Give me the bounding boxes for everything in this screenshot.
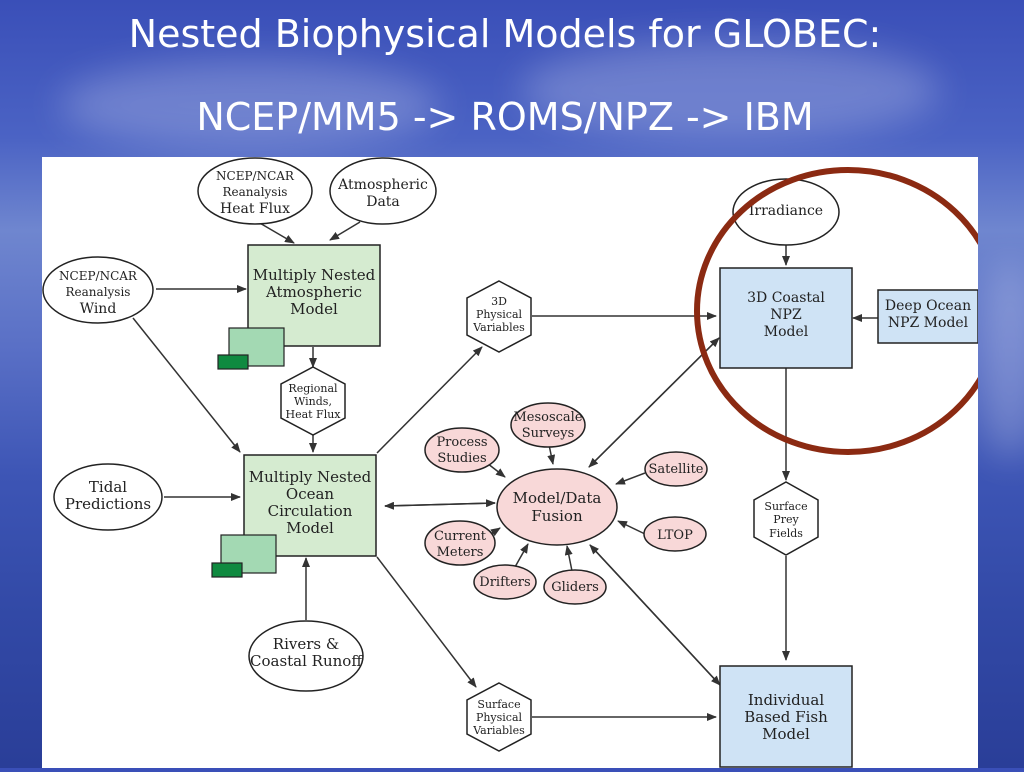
arrow [329, 221, 361, 241]
node-label: Atmospheric [265, 283, 362, 301]
node-label: Gliders [551, 580, 599, 595]
node-label: Tidal [89, 478, 127, 496]
arrow [589, 544, 721, 686]
drifters-node: Drifters [473, 564, 537, 600]
node-label: Model [762, 725, 810, 743]
node-label: Heat Flux [285, 408, 341, 421]
diagram: NCEP/NCAR Reanalysis Heat Flux Atmospher… [42, 157, 1002, 768]
cloud-decoration [980, 260, 1024, 460]
node-label: Model [290, 300, 338, 318]
3d-physical-variables-hex: 3D Physical Variables [466, 280, 532, 353]
node-label: NPZ [770, 307, 802, 323]
node-label: Fusion [531, 507, 583, 525]
node-label: Deep Ocean [885, 298, 971, 314]
node-label: Current [434, 529, 487, 544]
node-label: Predictions [65, 495, 151, 513]
mesoscale-surveys-node: Mesoscale Surveys [510, 402, 586, 448]
arrow [615, 472, 646, 485]
npz-model-box: 3D Coastal NPZ Model [719, 267, 853, 369]
node-label: Coastal Runoff [250, 652, 363, 670]
slide-title-line-1: Nested Biophysical Models for GLOBEC: [128, 12, 882, 56]
arrow [257, 221, 295, 244]
gliders-node: Gliders [543, 569, 607, 605]
arrow [588, 337, 720, 468]
node-label: Studies [437, 451, 486, 466]
ibm-model-box: Individual Based Fish Model [719, 665, 853, 768]
surface-prey-fields-hex: Surface Prey Fields [753, 481, 819, 556]
node-label: Multiply Nested [253, 266, 376, 284]
node-label: Meters [437, 545, 484, 560]
node-label: Irradiance [749, 203, 823, 219]
node-label: Physical [476, 308, 523, 321]
node-label: Winds, [294, 395, 332, 408]
node-label: Surveys [522, 426, 575, 441]
current-meters-node: Current Meters [424, 520, 496, 566]
node-label: Rivers & [273, 635, 339, 653]
node-label: Multiply Nested [249, 468, 372, 486]
ocean-model-box: Multiply Nested Ocean Circulation Model [211, 454, 377, 578]
node-label: Surface [477, 698, 520, 711]
arrow [617, 520, 646, 535]
node-label: NCEP/NCAR [216, 169, 295, 183]
node-label: Model/Data [513, 489, 602, 507]
regional-winds-hex: Regional Winds, Heat Flux [280, 366, 346, 436]
cloud-decoration [60, 60, 440, 150]
atmospheric-data-node: Atmospheric Data [329, 157, 437, 225]
satellite-node: Satellite [644, 451, 708, 487]
node-label: Data [366, 194, 400, 210]
node-label: Heat Flux [220, 201, 290, 217]
arrow [514, 543, 529, 568]
rivers-runoff-node: Rivers & Coastal Runoff [248, 620, 364, 692]
node-label: Process [436, 435, 487, 450]
node-label: Ocean [286, 485, 335, 503]
node-label: Variables [472, 724, 525, 737]
surface-physical-variables-hex: Surface Physical Variables [466, 682, 532, 752]
nested-grid-icon [217, 354, 249, 370]
ltop-node: LTOP [643, 516, 707, 552]
node-label: Variables [472, 321, 525, 334]
deep-ocean-npz-box: Deep Ocean NPZ Model [877, 289, 979, 344]
node-label: Drifters [479, 575, 530, 590]
node-label: Surface [764, 500, 807, 513]
arrow [132, 317, 241, 453]
tidal-predictions-node: Tidal Predictions [53, 463, 163, 531]
arrow [564, 545, 573, 572]
atmospheric-model-box: Multiply Nested Atmospheric Model [217, 244, 381, 370]
ncep-wind-node: NCEP/NCAR Reanalysis Wind [42, 256, 154, 324]
node-label: 3D [491, 295, 507, 308]
node-label: Regional [288, 382, 338, 395]
node-label: Reanalysis [66, 285, 131, 299]
node-label: Physical [476, 711, 523, 724]
cloud-decoration [520, 40, 940, 140]
node-label: Model [286, 519, 334, 537]
node-label: Wind [80, 301, 117, 317]
node-label: 3D Coastal [747, 290, 825, 306]
process-studies-node: Process Studies [424, 427, 500, 473]
ncep-heat-flux-node: NCEP/NCAR Reanalysis Heat Flux [197, 157, 313, 225]
node-label: Individual [748, 691, 824, 709]
arrow [376, 346, 483, 454]
diagram-panel: NCEP/NCAR Reanalysis Heat Flux Atmospher… [42, 157, 1002, 768]
arrow [384, 501, 496, 510]
node-label: NPZ Model [888, 315, 969, 331]
node-label: Satellite [649, 462, 704, 477]
arrow [376, 556, 477, 688]
node-label: Circulation [268, 502, 353, 520]
nested-grid-icon [211, 562, 243, 578]
node-label: Model [764, 324, 809, 340]
node-label: Atmospheric [337, 177, 428, 193]
irradiance-node: Irradiance [732, 178, 840, 246]
node-label: NCEP/NCAR [59, 269, 138, 283]
slide-title-line-2: NCEP/MM5 -> ROMS/NPZ -> IBM [196, 95, 814, 139]
node-label: Fields [769, 527, 803, 540]
node-label: Mesoscale [513, 410, 582, 425]
node-label: Reanalysis [223, 185, 288, 199]
node-label: Prey [773, 513, 799, 526]
node-label: LTOP [657, 528, 693, 543]
node-label: Based Fish [744, 708, 828, 726]
model-data-fusion-node: Model/Data Fusion [496, 468, 618, 546]
